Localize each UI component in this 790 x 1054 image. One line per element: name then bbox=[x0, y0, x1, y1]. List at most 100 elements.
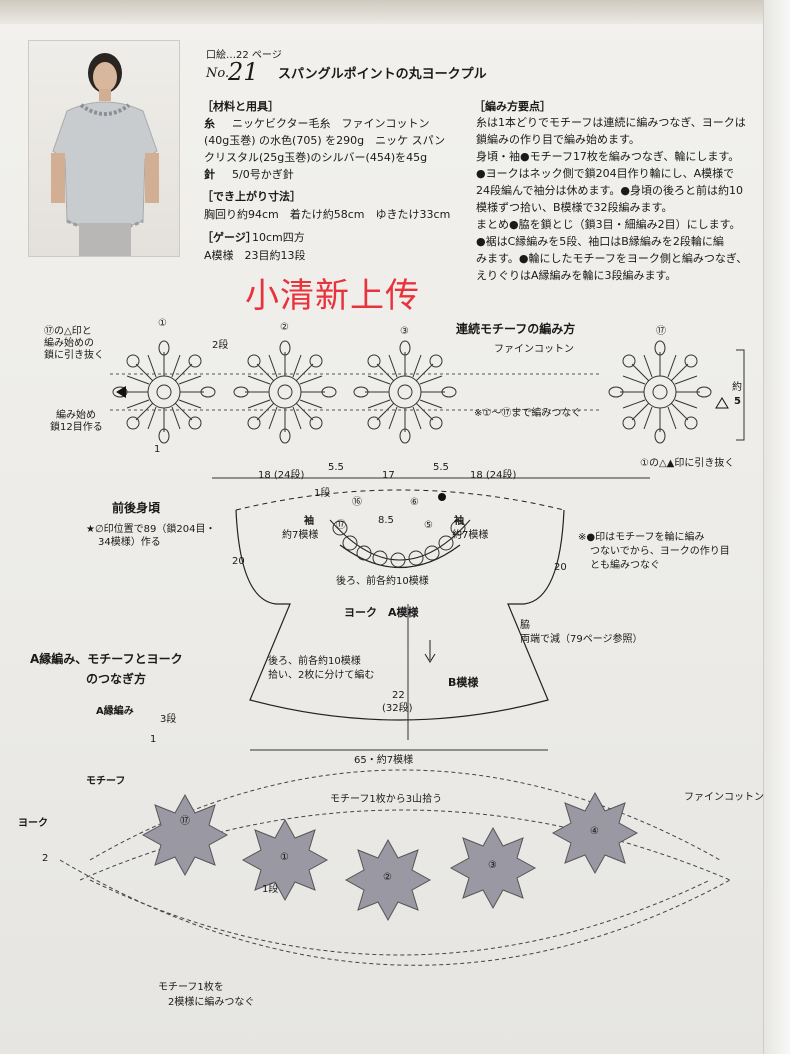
gauge-line-1: 10cm四方 bbox=[252, 231, 305, 244]
side-label: 脇 bbox=[520, 620, 530, 631]
yoke-row-2: 2 bbox=[42, 853, 49, 864]
size-heading: ［でき上がり寸法］ bbox=[202, 190, 301, 203]
dim-55-b: 5.5 bbox=[433, 462, 449, 473]
sleeve-right-count: 約7模様 bbox=[452, 530, 489, 541]
needle-value: 5/0号かぎ針 bbox=[232, 168, 294, 181]
pattern-number-prefix: No. bbox=[206, 66, 230, 81]
neckline-inner bbox=[329, 519, 471, 561]
circle-16: ⑯ bbox=[352, 497, 362, 508]
motif-1-diagram bbox=[112, 340, 216, 444]
model-illustration bbox=[51, 53, 159, 256]
motif-join-note: ※①〜⑰まで編みつなぐ bbox=[474, 408, 582, 419]
instructions-heading: ［編み方要点］ bbox=[474, 100, 551, 113]
motif-start-1: 編み始め bbox=[56, 410, 96, 421]
instructions-line-8: ●裾はC縁編みを5段、袖口はB縁編みを2段輪に編 bbox=[476, 235, 724, 248]
joining-title-2: のつなぎ方 bbox=[86, 672, 147, 686]
motif-label-2: ② bbox=[280, 322, 289, 333]
pattern-title: スパングルポイントの丸ヨークプル bbox=[278, 67, 487, 82]
motif-label-1: ① bbox=[158, 318, 167, 329]
height-22-rows: (32段) bbox=[382, 703, 413, 714]
motif-row-1: 1 bbox=[154, 444, 161, 455]
instructions-line-9: みます。●輪にしたモチーフをヨーク側と編みつなぎ、 bbox=[476, 252, 748, 265]
side-decrease-note: 両端で減（79ページ参照） bbox=[520, 634, 643, 645]
mark-note-3: とも編みつなぐ bbox=[590, 560, 660, 571]
neckline-outer bbox=[339, 544, 461, 569]
pick-three-note: モチーフ1枚から3山拾う bbox=[330, 794, 443, 805]
motif-label-17: ⑰ bbox=[656, 326, 666, 337]
model-photo bbox=[28, 40, 180, 257]
motif-row-2: 2段 bbox=[212, 340, 229, 351]
instructions-line-3: 身頃・袖●モチーフ17枚を編みつなぎ、輪にします。 bbox=[476, 150, 740, 163]
pick-note-1: 後ろ、前各約10模様 bbox=[268, 656, 361, 667]
joined-motif-17 bbox=[142, 794, 228, 876]
motif-pull-note: ①の△▲印に引き抜く bbox=[640, 458, 735, 469]
sleeve-right: 袖 bbox=[454, 516, 464, 527]
sleeve-left: 袖 bbox=[304, 516, 314, 527]
height-20-left: 20 bbox=[232, 556, 245, 567]
star-label-17: ⑰ bbox=[180, 816, 190, 827]
motif-2-diagram bbox=[233, 340, 337, 444]
instructions-line-5: 24段編んで袖分は休めます。●身頃の後ろと前は約10 bbox=[476, 184, 743, 197]
a-edge-label: A縁編み bbox=[96, 706, 134, 717]
materials-heading: ［材料と用具］ bbox=[202, 100, 279, 113]
motif-yarn-label: ファインコットン bbox=[494, 344, 574, 355]
join-dot bbox=[438, 493, 446, 501]
star-label-2: ② bbox=[383, 872, 392, 883]
motif-label-3: ③ bbox=[400, 326, 409, 337]
page-right-edge bbox=[763, 0, 790, 1054]
gauge-line-2: A模様 23目約13段 bbox=[204, 249, 306, 262]
join-note-2: 2模様に編みつなぐ bbox=[168, 997, 255, 1008]
page-reference: 口絵…22 ページ bbox=[206, 50, 282, 61]
body-diagram-title: 前後身頃 bbox=[112, 501, 161, 515]
sleeve-left-count: 約7模様 bbox=[282, 530, 319, 541]
mark-note-2: つないでから、ヨークの作り目 bbox=[590, 546, 730, 557]
gauge-heading: ［ゲージ］ bbox=[202, 231, 257, 244]
body-row-1: 1段 bbox=[314, 488, 331, 499]
joining-title-1: A縁編み、モチーフとヨーク bbox=[30, 652, 183, 666]
instructions-line-10: えりぐりはA縁編みを輪に3段編みます。 bbox=[476, 269, 677, 282]
motif-size-label: 約 bbox=[732, 382, 742, 393]
instructions-line-2: 鎖編みの作り目で編み始めます。 bbox=[476, 133, 640, 146]
a-edge-row-1: 1 bbox=[150, 734, 157, 745]
size-line: 胸回り約94cm 着たけ約58cm ゆきたけ33cm bbox=[204, 208, 451, 221]
materials-line-3: クリスタル(25g玉巻)のシルバー(454)を45g bbox=[204, 151, 428, 164]
dim-left: 18 (24段) bbox=[258, 470, 305, 481]
motif-size-value: 5 bbox=[734, 396, 741, 407]
materials-line-2: (40g玉巻) の水色(705) を290g ニッケ スパン bbox=[204, 134, 446, 147]
motif-17-diagram bbox=[608, 340, 712, 444]
body-note-1: ★∅印位置で89（鎖204目・ bbox=[86, 524, 216, 535]
materials-line-1: ニッケビクター毛糸 ファインコットン bbox=[232, 117, 430, 130]
dim-right: 18 (24段) bbox=[470, 470, 517, 481]
joining-row-1: 1段 bbox=[262, 884, 279, 895]
circle-17: ⑰ bbox=[336, 520, 346, 531]
watermark: 小清新上传 bbox=[245, 276, 420, 316]
motif-size-bracket bbox=[736, 349, 745, 441]
mark-note-1: ※●印はモチーフを輪に編み bbox=[578, 532, 705, 543]
motif-note-left-2: 編み始めの bbox=[44, 338, 94, 349]
page-top-edge bbox=[0, 0, 790, 24]
height-20-right: 20 bbox=[554, 562, 567, 573]
a-edge-row-3: 3段 bbox=[160, 714, 177, 725]
instructions-line-4: ●ヨークはネック側で鎖204目作り輪にし、A模様で bbox=[476, 167, 735, 180]
star-label-3: ③ bbox=[488, 860, 497, 871]
start-triangle bbox=[116, 386, 126, 398]
motif-3-diagram bbox=[353, 340, 457, 444]
motif-start-2: 鎖12目作る bbox=[50, 422, 103, 433]
join-note-1: モチーフ1枚を bbox=[158, 982, 224, 993]
body-note-2: 34模様）作る bbox=[98, 537, 161, 548]
yoke-label: ヨーク bbox=[18, 818, 48, 829]
neck-motif-circles bbox=[332, 520, 466, 568]
back-front-count: 後ろ、前各約10模様 bbox=[336, 576, 429, 587]
end-triangle bbox=[715, 397, 729, 409]
motif-chain-lines bbox=[110, 373, 600, 411]
yoke-pattern-label: ヨーク A模様 bbox=[344, 606, 419, 619]
body-outline bbox=[235, 509, 565, 721]
joining-yarn-label: ファインコットン bbox=[684, 792, 764, 803]
b-pattern-label: B模様 bbox=[448, 676, 479, 689]
knit-direction-arrow bbox=[424, 640, 436, 663]
body-top-line bbox=[235, 489, 565, 511]
motif-diagram-title: 連続モチーフの編み方 bbox=[456, 322, 576, 336]
motif-label: モチーフ bbox=[86, 776, 126, 787]
instructions-line-7: まとめ●脇を鎖とじ（鎖3目・細編み2目）にします。 bbox=[476, 218, 741, 231]
